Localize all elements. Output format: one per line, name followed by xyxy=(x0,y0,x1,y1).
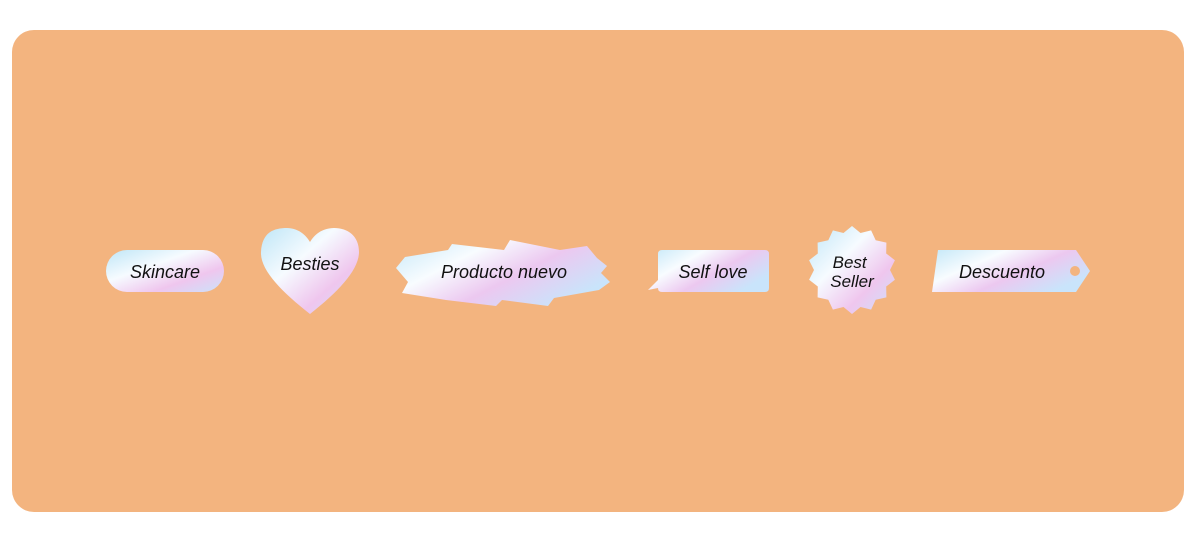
tag-hole xyxy=(1070,266,1080,276)
sticker-label-best-seller: Best Seller xyxy=(830,253,875,291)
heart-shape xyxy=(260,228,359,314)
sticker-label-self-love: Self love xyxy=(678,262,747,282)
sticker-label-descuento: Descuento xyxy=(959,262,1045,282)
price-tag-shape xyxy=(932,250,1090,292)
sticker-best-seller: Best Seller xyxy=(809,226,895,314)
sticker-label-skincare: Skincare xyxy=(130,262,200,282)
best-seller-line-1: Best xyxy=(833,253,868,272)
lightning-banner-shape xyxy=(396,240,610,306)
sticker-label-producto-nuevo: Producto nuevo xyxy=(441,262,567,282)
sticker-producto-nuevo: Producto nuevo xyxy=(396,240,610,306)
sticker-skincare: Skincare xyxy=(106,250,224,292)
speech-bubble-shape xyxy=(648,250,769,292)
sticker-set: Skincare Besties Producto nuevo Self lov… xyxy=(106,226,1090,314)
scalloped-badge-shape xyxy=(809,226,895,314)
sticker-label-besties: Besties xyxy=(280,254,339,274)
sticker-self-love: Self love xyxy=(648,250,769,292)
sticker-descuento: Descuento xyxy=(932,250,1090,292)
sticker-showcase-panel: Skincare Besties Producto nuevo Self lov… xyxy=(12,30,1184,512)
pill-shape xyxy=(106,250,224,292)
sticker-besties: Besties xyxy=(260,228,359,314)
best-seller-line-2: Seller xyxy=(830,272,875,291)
